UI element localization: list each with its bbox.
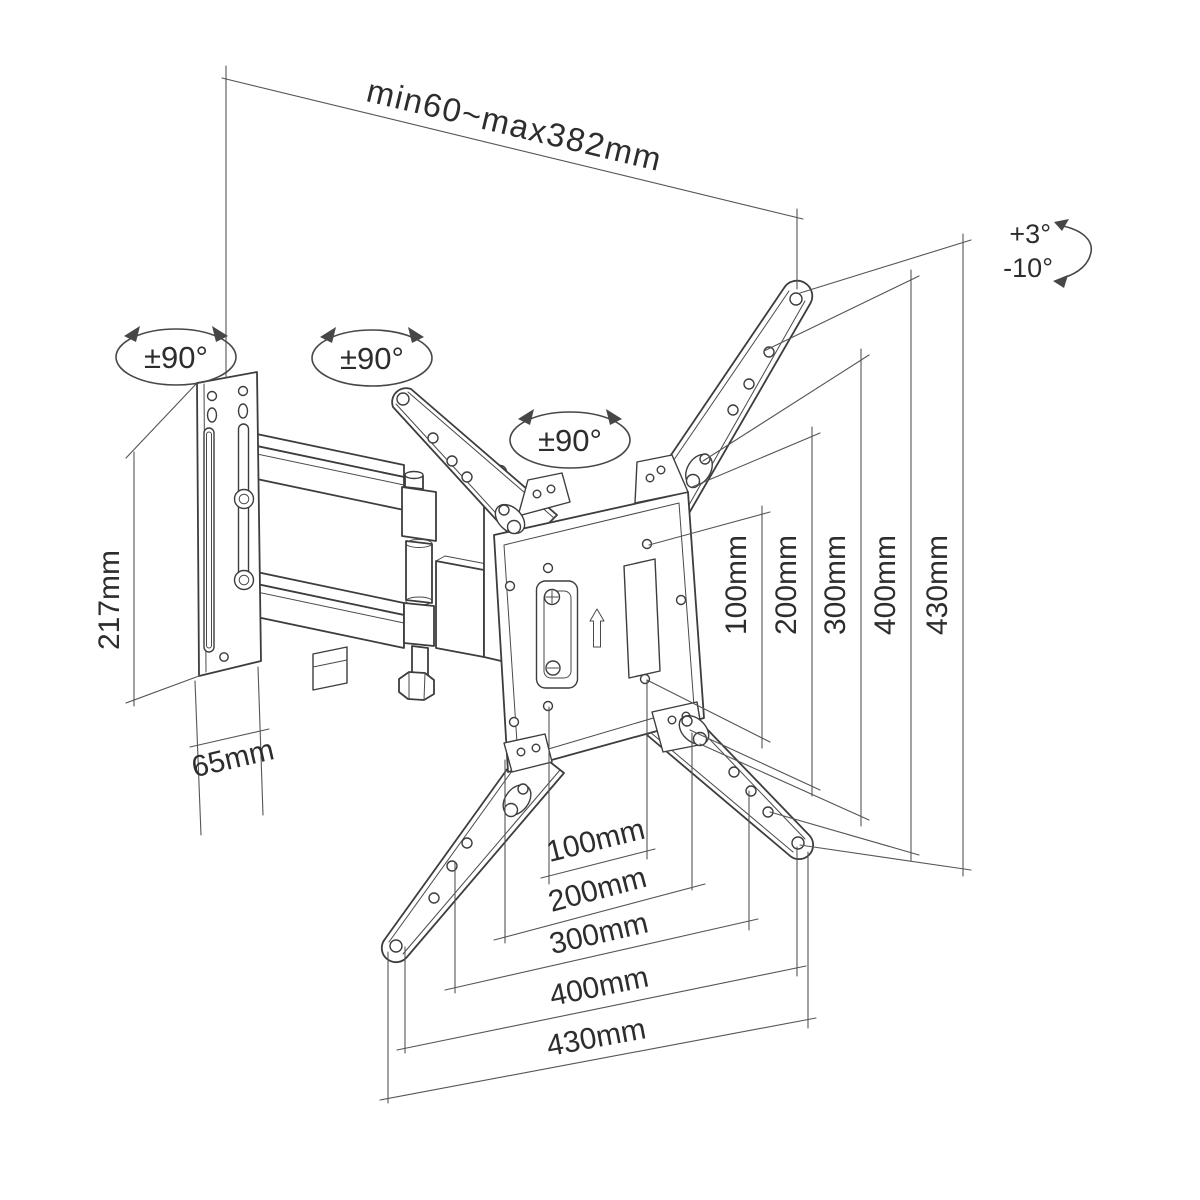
dim-wall-plate-height: [125, 382, 200, 707]
vesa-horizontal-label-400: 400mm: [547, 961, 652, 1013]
latch-bracket: [535, 580, 579, 689]
dim-arm-extension: [221, 65, 804, 378]
dim-vesa-vertical-100: [646, 505, 771, 749]
dim-vesa-horizontal-400: [396, 846, 807, 1054]
dim-vesa-vertical-430: [799, 233, 972, 877]
wall-plate-height-label: 217mm: [93, 550, 126, 650]
hinge-bolt-upper: [233, 488, 255, 510]
dim-vesa-horizontal-430: [379, 851, 817, 1104]
swivel-plate-label: ±90°: [538, 423, 602, 458]
arm-slot-top-left: [494, 503, 526, 535]
arm-slot-bottom-left: [502, 783, 532, 818]
hex-bolt: [398, 671, 435, 701]
tilt-down-label: -10°: [1003, 253, 1053, 283]
vesa-plate: [493, 454, 705, 773]
vesa-arm-bottom-left: [380, 742, 565, 964]
wall-plate-slot-left: [203, 427, 215, 653]
dim-vesa-horizontal-200: [493, 732, 706, 944]
wall-mount-assembly: [196, 279, 815, 964]
vesa-horizontal-label-100: 100mm: [543, 813, 648, 869]
plate-cutout: [623, 558, 661, 679]
wall-plate-width-label: 65mm: [189, 733, 278, 784]
dimension-lines: [125, 65, 972, 1104]
dim-vesa-vertical-200: [689, 426, 821, 797]
tilt-indicator: [1053, 219, 1093, 288]
cable-clip: [312, 646, 348, 691]
up-arrow-icon: [589, 608, 605, 648]
swivel-arm-label: ±90°: [340, 341, 404, 376]
arm-slot-bottom-right: [678, 714, 710, 747]
hinge-bolt-lower: [233, 569, 255, 591]
vesa-vertical-label-100: 100mm: [720, 535, 753, 635]
vesa-vertical-label-400: 400mm: [869, 535, 902, 635]
vesa-horizontal-label-430: 430mm: [544, 1012, 648, 1063]
dim-wall-plate-width: [189, 666, 270, 836]
tilt-up-label: +3°: [1009, 219, 1051, 249]
swivel-wall-label: ±90°: [144, 340, 208, 375]
dim-vesa-vertical-400: [763, 269, 920, 862]
dim-arm-extension-label: min60~max382mm: [363, 72, 666, 179]
dim-vesa-vertical-300: [699, 348, 870, 827]
vesa-vertical-label-430: 430mm: [921, 535, 954, 635]
vesa-vertical-label-200: 200mm: [770, 535, 803, 635]
pivot-column: [398, 470, 437, 701]
arm-slot-top-right: [685, 453, 713, 489]
vesa-vertical-label-300: 300mm: [819, 535, 852, 635]
dim-vesa-horizontal-300: [444, 790, 759, 994]
dim-vesa-horizontal-100: [540, 679, 656, 885]
wall-plate: [196, 371, 262, 677]
